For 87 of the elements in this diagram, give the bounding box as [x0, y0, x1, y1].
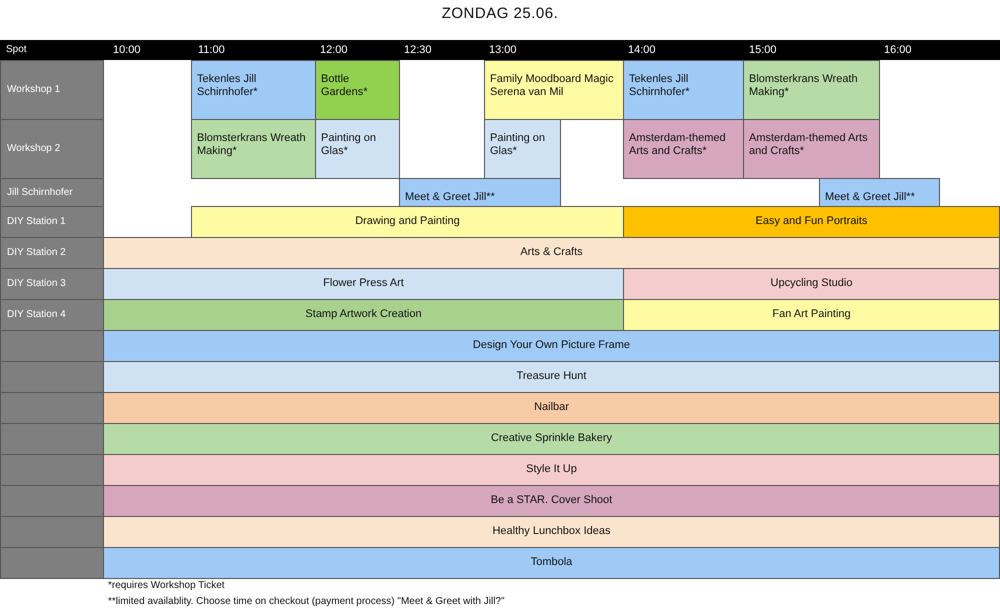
- event-title: Flower Press Art: [323, 277, 404, 291]
- row-label: DIY Station 2: [7, 247, 66, 259]
- row-header: [0, 206, 104, 238]
- event-title: Healthy Lunchbox Ideas: [492, 525, 611, 539]
- footnote: *requires Workshop Ticket: [108, 580, 225, 591]
- row-header: [0, 361, 104, 393]
- event-title: Be a STAR. Cover Shoot: [490, 494, 612, 508]
- row-label: DIY Station 4: [7, 309, 66, 321]
- event-title: Blomsterkrans Wreath Making*: [749, 73, 859, 100]
- row-header: [0, 330, 104, 362]
- time-label: 10:00: [113, 44, 141, 56]
- event-block: [743, 119, 880, 179]
- event-title: Amsterdam-themed Arts and Crafts*: [749, 132, 869, 158]
- event-block: [819, 178, 940, 207]
- row-header: [0, 485, 104, 517]
- time-label: 12:30: [404, 44, 432, 56]
- event-title: Painting on Glas*: [490, 132, 546, 158]
- event-block: [623, 299, 1000, 331]
- event-title: Design Your Own Picture Frame: [472, 339, 630, 353]
- time-label: 14:00: [628, 44, 656, 56]
- row-header: [0, 60, 104, 120]
- event-block: [103, 361, 1000, 393]
- row-header: [0, 119, 104, 179]
- row-header: [0, 454, 104, 486]
- event-title: Tekenles Jill Schirnhofer*: [197, 73, 259, 100]
- event-block: [103, 516, 1000, 548]
- event-block: [315, 119, 400, 179]
- event-block: [623, 60, 744, 120]
- row-header: [0, 516, 104, 548]
- event-block: [743, 60, 880, 120]
- event-title: Meet & Greet Jill**: [825, 191, 915, 204]
- event-title: Creative Sprinkle Bakery: [490, 432, 612, 446]
- row-header: [0, 423, 104, 455]
- event-block: [103, 330, 1000, 362]
- row-label: Jill Schirnhofer: [7, 186, 73, 198]
- time-label: 11:00: [198, 44, 225, 56]
- event-block: [103, 299, 624, 331]
- row-header: [0, 268, 104, 300]
- event-block: [103, 392, 1000, 424]
- event-block: [191, 60, 316, 120]
- row-label: DIY Station 3: [7, 278, 66, 290]
- event-block: [484, 119, 561, 179]
- event-title: Nailbar: [534, 401, 569, 415]
- event-title: Tekenles Jill Schirnhofer*: [629, 73, 691, 100]
- event-title: Tombola: [530, 556, 572, 570]
- event-block: [103, 454, 1000, 486]
- event-title: Amsterdam-themed Arts and Crafts*: [629, 132, 727, 158]
- event-block: [103, 237, 1000, 269]
- event-title: Family Moodboard Magic Serena van Mil: [490, 73, 614, 100]
- event-block: [623, 119, 744, 179]
- event-title: Bottle Gardens*: [321, 73, 368, 100]
- event-title: Meet & Greet Jill**: [405, 191, 495, 204]
- row-label: Workshop 1: [7, 84, 60, 96]
- event-title: Easy and Fun Portraits: [756, 215, 868, 229]
- row-label: DIY Station 1: [7, 216, 66, 228]
- event-block: [399, 178, 561, 207]
- event-title: Drawing and Painting: [355, 215, 460, 229]
- event-block: [315, 60, 400, 120]
- row-header: [0, 299, 104, 331]
- time-label: 13:00: [489, 44, 517, 56]
- event-title: Style It Up: [526, 463, 577, 477]
- time-label: 16:00: [884, 44, 912, 56]
- event-title: Blomsterkrans Wreath Making*: [197, 132, 307, 158]
- event-block: [103, 423, 1000, 455]
- event-title: Stamp Artwork Creation: [305, 308, 422, 322]
- event-block: [623, 206, 1000, 238]
- event-title: Treasure Hunt: [516, 370, 586, 384]
- event-title: Arts & Crafts: [520, 246, 583, 260]
- row-header: [0, 237, 104, 269]
- event-block: [191, 119, 316, 179]
- event-block: [623, 268, 1000, 300]
- row-header: [0, 392, 104, 424]
- event-title: Painting on Glas*: [321, 132, 378, 158]
- event-title: Fan Art Painting: [772, 308, 851, 322]
- row-label: Workshop 2: [7, 143, 60, 155]
- page-title: ZONDAG 25.06.: [440, 5, 560, 22]
- row-header: [0, 178, 104, 207]
- row-header: [0, 547, 104, 579]
- time-label: 15:00: [749, 44, 777, 56]
- event-block: [103, 485, 1000, 517]
- event-block: [103, 547, 1000, 579]
- footnote: **limited availablity. Choose time on checkout (payment process) "Meet & Greet with Jill?": [108, 596, 505, 607]
- event-block: [191, 206, 624, 238]
- event-title: Upcycling Studio: [770, 277, 852, 291]
- event-block: [484, 60, 624, 120]
- event-block: [103, 268, 624, 300]
- time-label: 12:00: [320, 44, 348, 56]
